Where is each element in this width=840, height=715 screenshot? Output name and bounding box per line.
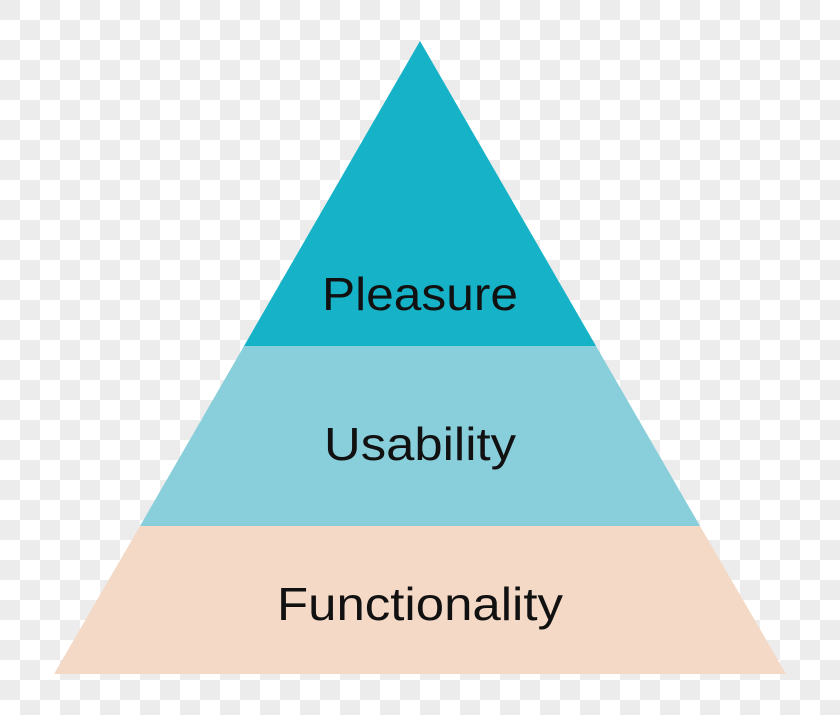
pyramid-layer-top — [244, 41, 596, 346]
pyramid-layer-bottom — [54, 526, 786, 674]
layer-label-pleasure: Pleasure — [322, 268, 518, 320]
layer-label-functionality: Functionality — [277, 578, 563, 630]
pyramid-layer-middle — [140, 346, 700, 526]
layer-label-usability: Usability — [324, 418, 516, 470]
